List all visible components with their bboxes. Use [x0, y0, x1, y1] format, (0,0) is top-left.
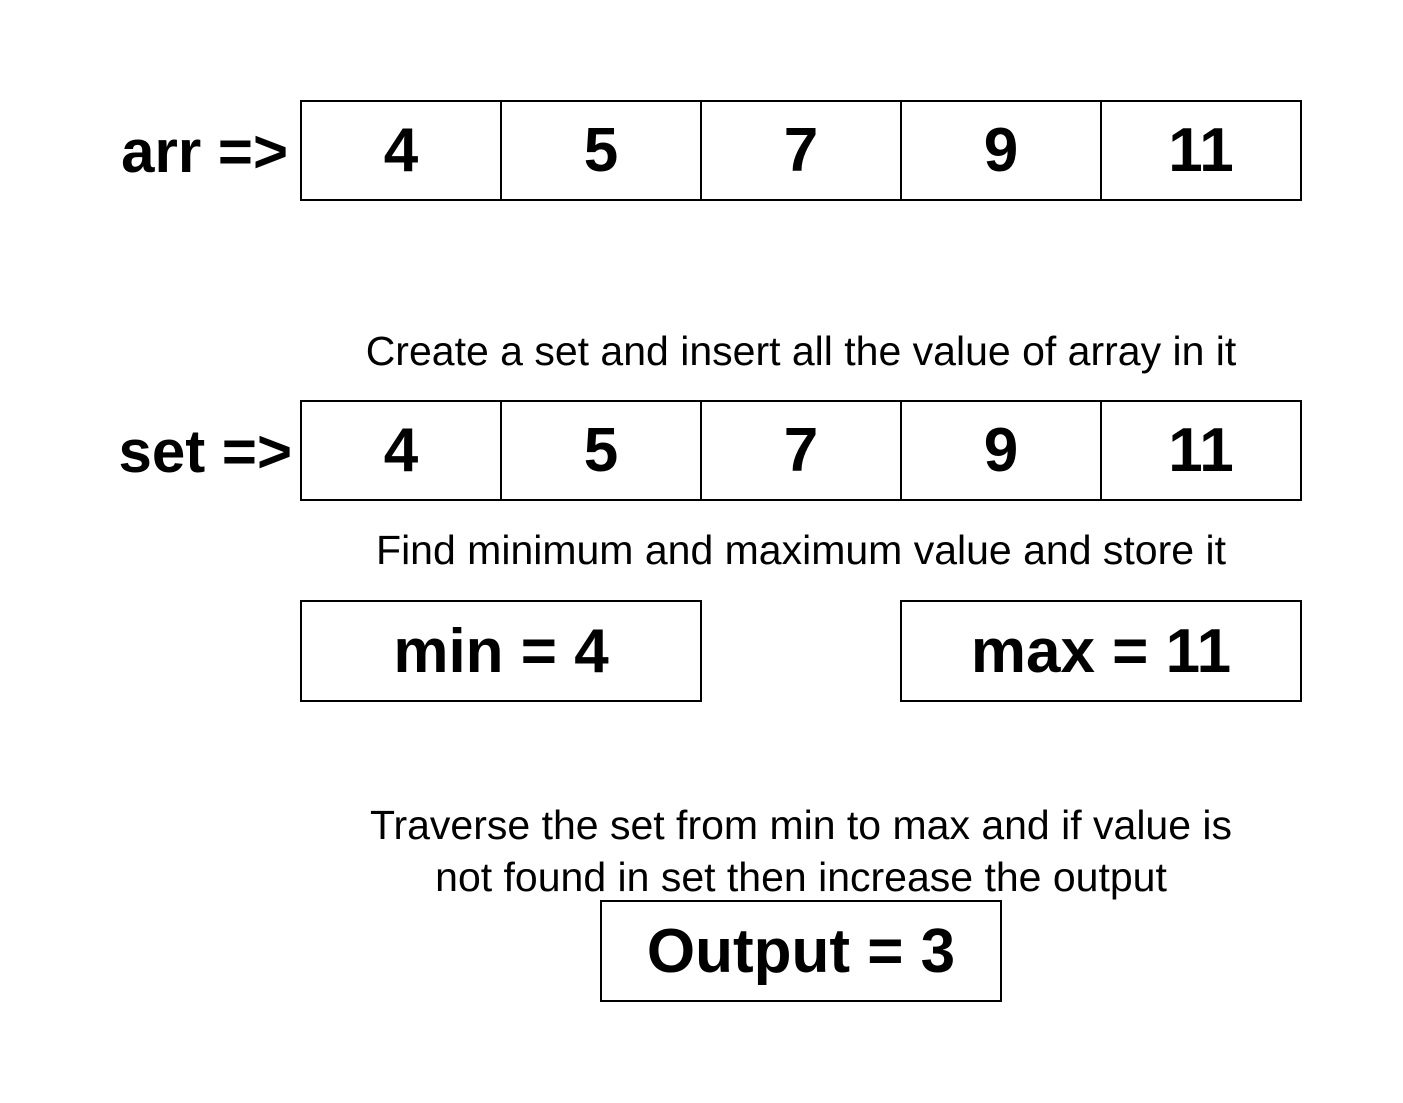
- set-cell: 4: [302, 402, 502, 499]
- set-array: 4 5 7 9 11: [300, 400, 1302, 501]
- arr-cell: 7: [702, 102, 902, 199]
- set-cell: 5: [502, 402, 702, 499]
- arr-cell: 9: [902, 102, 1102, 199]
- step3-note-line2: not found in set then increase the outpu…: [435, 854, 1167, 900]
- arr-cell: 4: [302, 102, 502, 199]
- set-cell: 9: [902, 402, 1102, 499]
- output-box: Output = 3: [600, 900, 1002, 1002]
- max-box: max = 11: [900, 600, 1302, 702]
- step1-note: Create a set and insert all the value of…: [365, 328, 1237, 374]
- set-cell: 7: [702, 402, 902, 499]
- step2-note: Find minimum and maximum value and store…: [376, 527, 1226, 573]
- step3-note-line1: Traverse the set from min to max and if …: [369, 802, 1233, 848]
- arr-label: arr =>: [121, 118, 288, 185]
- min-box: min = 4: [300, 600, 702, 702]
- arr-cell: 5: [502, 102, 702, 199]
- arr-cell: 11: [1168, 116, 1234, 185]
- set-label: set =>: [118, 418, 292, 485]
- set-cell: 11: [1168, 416, 1234, 485]
- arr-array: 4 5 7 9 11: [300, 100, 1302, 201]
